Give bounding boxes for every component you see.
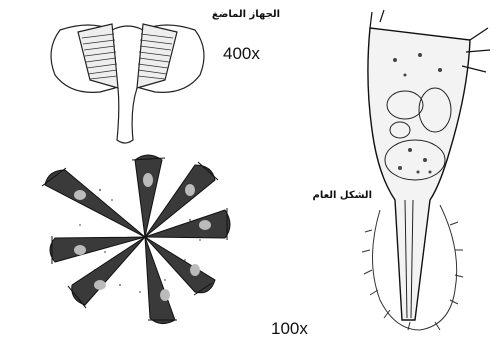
rotifer-drawing — [362, 10, 490, 330]
colony-drawing — [42, 155, 230, 324]
mouthparts-label: الجهاز الماضغ — [212, 9, 280, 20]
magnification-100-label: 100x — [271, 319, 308, 339]
magnification-400-label: 400x — [223, 44, 260, 64]
mastax-drawing — [51, 24, 204, 143]
general-shape-label: الشكل العام — [313, 190, 373, 201]
